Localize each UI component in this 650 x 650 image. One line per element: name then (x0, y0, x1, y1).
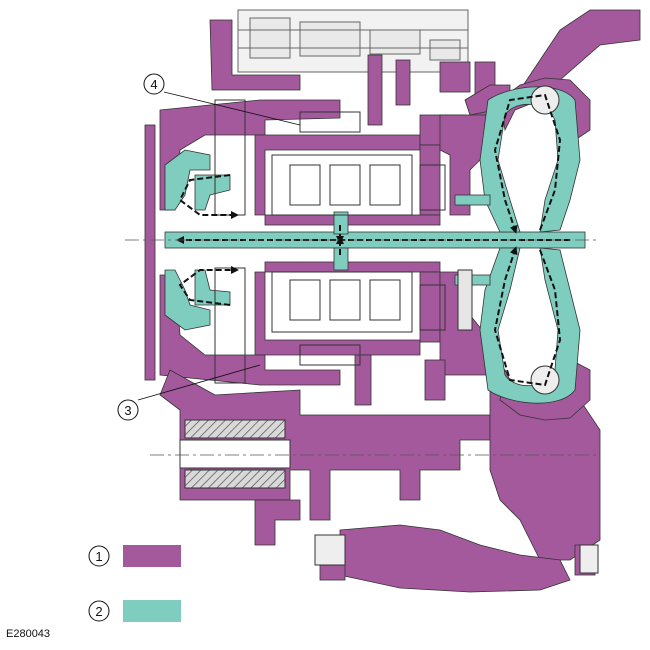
sleeves (179, 419, 291, 489)
svg-text:4: 4 (150, 77, 157, 92)
legend-item-2: 2 (88, 600, 181, 622)
svg-text:2: 2 (95, 604, 102, 619)
callout-3: 3 (117, 399, 139, 421)
legend-swatch-pressure (123, 545, 181, 567)
callout-4: 4 (143, 73, 165, 95)
svg-text:1: 1 (95, 549, 102, 564)
legend-item-1: 1 (88, 545, 181, 567)
legend: 1 2 (88, 545, 181, 622)
upper-housing (237, 9, 469, 73)
svg-text:3: 3 (124, 403, 131, 418)
gear-sets (214, 85, 599, 574)
legend-swatch-lube (123, 600, 181, 622)
leader-lines (137, 91, 301, 401)
figure-id: E280043 (6, 628, 51, 640)
